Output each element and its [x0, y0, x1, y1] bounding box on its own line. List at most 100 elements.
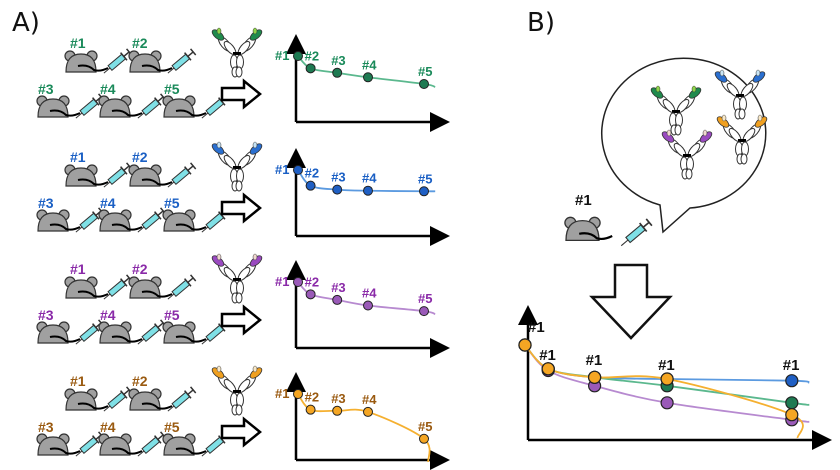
point-label: #2 [305, 48, 319, 63]
point-label: #5 [418, 64, 432, 79]
mouse-icon [36, 321, 81, 344]
data-point [419, 433, 429, 444]
point-label: #5 [418, 291, 432, 306]
syringe-icon [103, 274, 133, 300]
mouse-label: #2 [132, 35, 148, 51]
mouse-icon [162, 95, 207, 118]
flow-arrow-icon [220, 192, 262, 224]
point-label: #1 [658, 357, 675, 374]
data-point [293, 51, 303, 61]
row-3: #1#2#3#4#5#1#2#3#4#5 [36, 253, 450, 358]
mouse-label: #1 [70, 149, 86, 165]
point-label: #3 [331, 170, 345, 185]
mouse-label: #3 [38, 307, 54, 323]
data-point [332, 67, 343, 78]
point-label: #1 [539, 347, 556, 364]
speech-bubble [601, 57, 767, 234]
mouse-label: #2 [132, 373, 148, 389]
syringe-icon [103, 162, 133, 188]
mouse-label: #4 [100, 81, 116, 97]
row-4: #1#2#3#4#5#1#2#3#4#5 [36, 365, 450, 470]
syringe-icon [167, 386, 197, 412]
mouse-icon [98, 95, 143, 118]
mouse-label: #4 [100, 307, 116, 323]
mouse-icon [98, 433, 143, 456]
syringe-icon [167, 48, 197, 74]
mouse-label: #5 [164, 195, 180, 211]
data-point-orange [785, 408, 799, 422]
point-label: #1 [528, 319, 545, 336]
mouse-icon [98, 321, 143, 344]
flow-arrow-icon [220, 416, 262, 448]
data-point [293, 277, 303, 287]
data-point [305, 180, 316, 191]
mouse-icon [64, 276, 109, 299]
data-point [293, 389, 303, 399]
syringe-icon [620, 218, 653, 247]
point-label: #2 [305, 166, 319, 181]
point-label: #4 [362, 286, 377, 301]
mouse-label: #3 [38, 419, 54, 435]
data-point-orange [518, 338, 532, 352]
antibody-blue-icon [714, 69, 766, 120]
point-label: #2 [305, 274, 319, 289]
data-point [332, 294, 343, 305]
point-label: #4 [362, 171, 377, 186]
mouse-icon [128, 388, 173, 411]
point-label: #1 [275, 162, 289, 177]
point-label: #2 [305, 390, 319, 405]
data-point [363, 72, 373, 83]
antibody-icon [211, 27, 263, 78]
data-point [293, 165, 303, 175]
syringe-icon [75, 93, 105, 119]
point-label: #1 [783, 357, 800, 374]
syringe-icon [103, 386, 133, 412]
mouse-icon [162, 209, 207, 232]
antibody-purple-icon [661, 129, 713, 180]
mouse-icon [64, 388, 109, 411]
syringe-icon [75, 207, 105, 233]
mouse-label: #2 [132, 149, 148, 165]
mouse-icon [162, 433, 207, 456]
mouse-icon [98, 209, 143, 232]
panel-a: #1 #2 #3 #4 #5 #1 #2 #3 #4 #5 #1 #2 #3 #4 #5 #1 #2 #3 #4 #5… [36, 27, 450, 470]
syringe-icon [137, 319, 167, 345]
panel-b: #1#1#1#1#1#1 [518, 57, 832, 450]
row-1: #1#2#3#4#5#1#2#3#4#5 [36, 27, 450, 132]
mouse-label: #1 [70, 261, 86, 277]
syringe-icon [137, 93, 167, 119]
mouse-label: #5 [164, 307, 180, 323]
mouse-icon [36, 433, 81, 456]
data-point [305, 63, 316, 74]
data-point [363, 300, 373, 311]
point-label: #3 [331, 280, 345, 295]
data-point-purple [660, 396, 674, 410]
mouse-label: #1 [575, 192, 592, 209]
point-label: #1 [275, 274, 289, 289]
point-label: #1 [275, 386, 289, 401]
syringe-icon [75, 431, 105, 457]
data-point [419, 306, 429, 317]
data-point-orange [541, 362, 555, 376]
point-label: #3 [331, 53, 345, 68]
mouse-label: #5 [164, 81, 180, 97]
mouse-label: #5 [164, 419, 180, 435]
mouse-icon [64, 164, 109, 187]
point-label: #5 [418, 419, 432, 434]
mouse-icon [128, 164, 173, 187]
flow-arrow-icon [220, 78, 262, 110]
panel-b-label: B) [527, 8, 555, 38]
point-label: #5 [418, 171, 432, 186]
point-label: #4 [362, 57, 377, 72]
data-point [363, 406, 373, 417]
mouse-label: #4 [100, 419, 116, 435]
antibody-green-icon [650, 85, 702, 136]
syringe-icon [103, 48, 133, 74]
down-arrow-icon [589, 263, 673, 340]
mouse-icon [128, 276, 173, 299]
mouse-icon [128, 50, 173, 73]
mouse-icon [64, 50, 109, 73]
data-point-blue [785, 374, 799, 388]
syringe-icon [167, 162, 197, 188]
